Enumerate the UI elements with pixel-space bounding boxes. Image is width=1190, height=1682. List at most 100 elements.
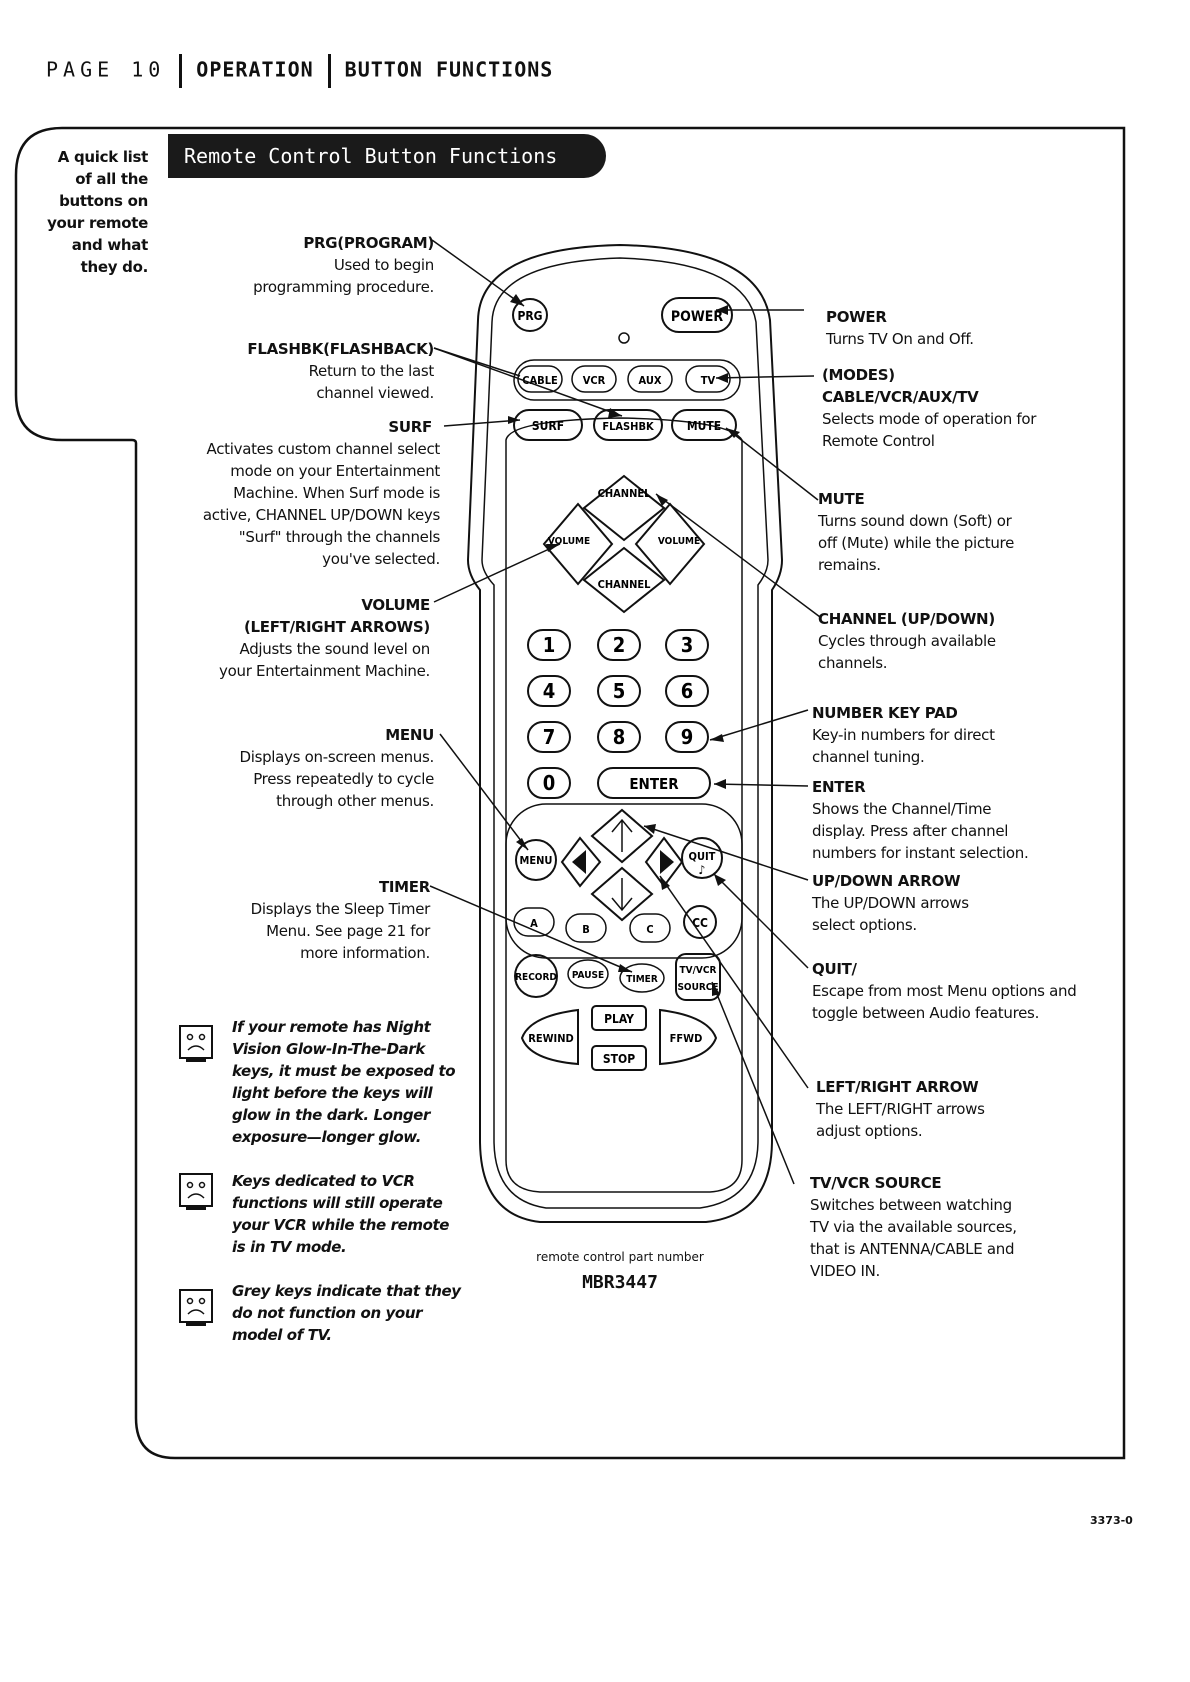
svg-text:FLASHBK: FLASHBK — [602, 420, 654, 433]
right-arrow-button[interactable] — [644, 836, 684, 888]
timer-label: TIMER Displays the Sleep Timer Menu. See… — [250, 878, 431, 962]
svg-text:TV/VCR: TV/VCR — [680, 965, 717, 976]
prg-button[interactable]: PRG — [512, 298, 548, 332]
svg-text:PAUSE: PAUSE — [572, 970, 604, 981]
aux-button[interactable]: AUX — [627, 365, 673, 393]
digit-6-button[interactable]: 6 — [665, 675, 709, 707]
record-button[interactable]: RECORD — [514, 954, 558, 998]
svg-text:3: 3 — [681, 633, 694, 657]
digit-2-button[interactable]: 2 — [597, 629, 641, 661]
svg-text:MENU: MENU — [520, 854, 553, 867]
svg-text:REWIND: REWIND — [528, 1032, 573, 1045]
digit-3-button[interactable]: 3 — [665, 629, 709, 661]
enter-button[interactable]: ENTER — [597, 767, 711, 799]
digit-5-button[interactable]: 5 — [597, 675, 641, 707]
svg-text:CHANNEL: CHANNEL — [598, 487, 652, 500]
quit-button[interactable]: QUIT ♪ — [681, 837, 723, 879]
up-down-arrow-label: UP/DOWN ARROW The UP/DOWN arrows select … — [812, 872, 969, 934]
svg-text:1: 1 — [543, 633, 556, 657]
tv-vcr-source-button[interactable]: TV/VCR SOURCE — [675, 953, 721, 1001]
digit-9-button[interactable]: 9 — [665, 721, 709, 753]
header-divider — [179, 54, 183, 88]
rewind-button[interactable]: REWIND — [520, 1008, 579, 1066]
mute-label: MUTE Turns sound down (Soft) or off (Mut… — [818, 490, 1015, 574]
modes-label: (MODES) CABLE/VCR/AUX/TV Selects mode of… — [822, 366, 1037, 450]
section-title: Remote Control Button Functions — [168, 134, 606, 178]
menu-label: MENU Displays on-screen menus. Press rep… — [239, 726, 434, 810]
power-button[interactable]: POWER — [661, 297, 733, 333]
ffwd-button[interactable]: FFWD — [659, 1008, 718, 1066]
mute-button[interactable]: MUTE — [671, 409, 737, 441]
menu-button[interactable]: MENU — [515, 839, 557, 881]
channel-down-button[interactable]: CHANNEL — [582, 546, 666, 614]
svg-text:POWER: POWER — [671, 309, 723, 325]
down-arrow-button[interactable] — [590, 866, 654, 922]
power-label: POWER Turns TV On and Off. — [826, 308, 974, 348]
volume-left-button[interactable]: VOLUME — [542, 502, 614, 586]
volume-right-button[interactable]: VOLUME — [634, 502, 706, 586]
svg-text:SOURCE: SOURCE — [677, 982, 718, 993]
document-number: 3373-0 — [1090, 1514, 1133, 1527]
svg-text:0: 0 — [543, 771, 556, 795]
timer-button[interactable]: TIMER — [619, 963, 665, 993]
svg-text:6: 6 — [681, 679, 694, 703]
digit-1-button[interactable]: 1 — [527, 629, 571, 661]
left-arrow-button[interactable] — [560, 836, 602, 888]
svg-text:MUTE: MUTE — [687, 419, 721, 433]
svg-text:AUX: AUX — [639, 374, 662, 387]
leader-lines — [429, 239, 821, 1185]
svg-text:CABLE: CABLE — [522, 374, 558, 387]
b-button[interactable]: B — [565, 913, 607, 943]
stop-button[interactable]: STOP — [591, 1045, 647, 1071]
svg-text:A: A — [530, 917, 538, 930]
section-name: OPERATION — [196, 57, 314, 82]
flashbk-button[interactable]: FLASHBK — [593, 409, 663, 441]
svg-text:PRG: PRG — [517, 309, 542, 323]
header-divider — [327, 54, 331, 88]
svg-text:5: 5 — [613, 679, 626, 703]
part-number-label: remote control part number — [536, 1250, 704, 1264]
svg-text:C: C — [646, 923, 653, 936]
digit-0-button[interactable]: 0 — [527, 767, 571, 799]
c-button[interactable]: C — [629, 913, 671, 943]
svg-text:B: B — [582, 923, 590, 936]
svg-text:SURF: SURF — [532, 419, 564, 433]
part-number: MBR3447 — [582, 1272, 658, 1293]
flashbk-label: FLASHBK(FLASHBACK) Return to the last ch… — [247, 340, 434, 402]
prg-label: PRG(PROGRAM) Used to begin programming p… — [253, 234, 434, 296]
tv-button[interactable]: TV — [685, 365, 731, 393]
channel-label: CHANNEL (UP/DOWN) Cycles through availab… — [818, 610, 996, 672]
quit-label: QUIT/ Escape from most Menu options and … — [812, 960, 1077, 1022]
note-face-icon — [179, 1025, 213, 1062]
tv-vcr-source-label: TV/VCR SOURCE Switches between watching … — [810, 1174, 1017, 1280]
up-arrow-button[interactable] — [590, 808, 654, 864]
svg-text:QUIT: QUIT — [689, 850, 716, 863]
cable-button[interactable]: CABLE — [517, 365, 563, 393]
page-number: PAGE 10 — [46, 57, 166, 82]
digit-4-button[interactable]: 4 — [527, 675, 571, 707]
surf-label: SURF Activates custom channel select mod… — [202, 418, 440, 568]
play-button[interactable]: PLAY — [591, 1005, 647, 1031]
vcr-button[interactable]: VCR — [571, 365, 617, 393]
number-keypad-label: NUMBER KEY PAD Key-in numbers for direct… — [812, 704, 995, 766]
digit-8-button[interactable]: 8 — [597, 721, 641, 753]
svg-text:RECORD: RECORD — [515, 972, 557, 983]
svg-text:TV: TV — [701, 374, 716, 387]
svg-text:FFWD: FFWD — [670, 1032, 703, 1045]
svg-text:VOLUME: VOLUME — [658, 536, 700, 547]
a-button[interactable]: A — [513, 907, 555, 937]
channel-up-button[interactable]: CHANNEL — [582, 474, 666, 542]
topic-name: BUTTON FUNCTIONS — [344, 57, 554, 82]
svg-text:7: 7 — [543, 725, 556, 749]
digit-7-button[interactable]: 7 — [527, 721, 571, 753]
svg-text:CHANNEL: CHANNEL — [598, 578, 652, 591]
note-face-icon — [179, 1289, 213, 1326]
arrowheads — [508, 294, 740, 996]
surf-button[interactable]: SURF — [513, 409, 583, 441]
pause-button[interactable]: PAUSE — [567, 959, 609, 989]
